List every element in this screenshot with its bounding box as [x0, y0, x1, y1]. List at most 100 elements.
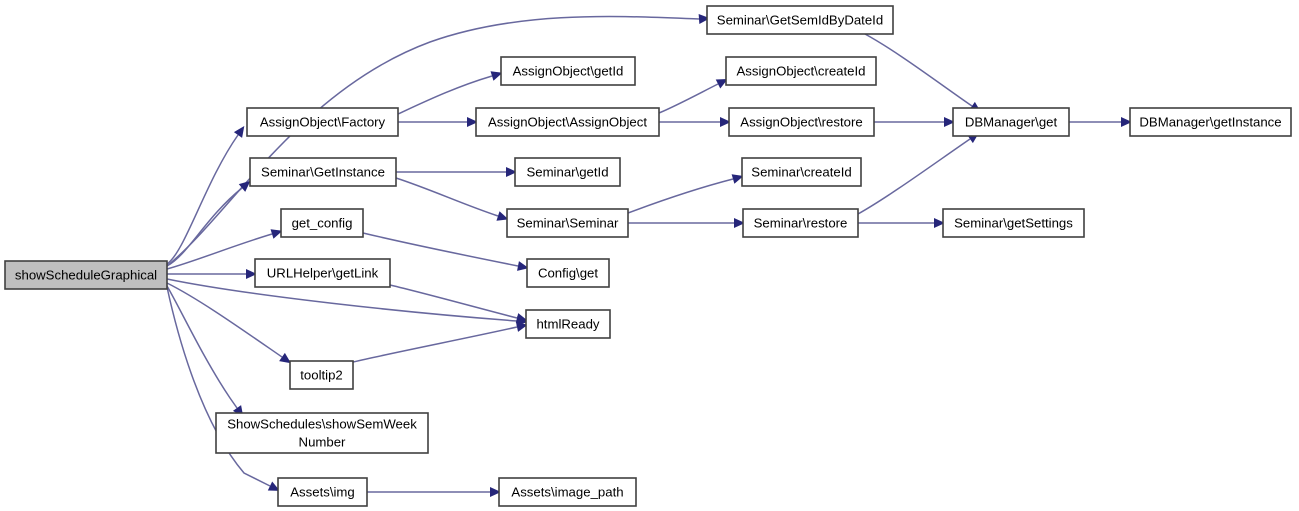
call-edge: [397, 75, 493, 115]
graph-node-SeminarGetInstance[interactable]: Seminar\GetInstance: [249, 157, 397, 187]
graph-node-SeminarCreateId[interactable]: Seminar\createId: [741, 157, 862, 187]
graph-node-htmlReady[interactable]: htmlReady: [525, 309, 611, 339]
node-box[interactable]: [728, 107, 875, 137]
node-box[interactable]: [246, 107, 399, 137]
arrow-head-icon: [517, 261, 529, 271]
arrow-head-icon: [246, 269, 257, 279]
node-label: Seminar\GetInstance: [261, 164, 385, 179]
node-box[interactable]: [289, 360, 354, 390]
node-box[interactable]: [498, 477, 637, 507]
node-box[interactable]: [254, 258, 391, 288]
call-edge: [627, 178, 734, 214]
call-edge: [166, 134, 239, 265]
graph-node-DBManagerGet[interactable]: DBManager\get: [952, 107, 1070, 137]
arrow-head-icon: [496, 211, 509, 221]
graph-node-showScheduleGraphical[interactable]: showScheduleGraphical: [4, 260, 168, 290]
call-edge: [864, 33, 973, 107]
arrow-head-icon: [506, 167, 517, 177]
node-box[interactable]: [500, 56, 636, 86]
node-box[interactable]: [741, 157, 862, 187]
arrow-head-icon: [515, 322, 528, 332]
call-edge: [166, 285, 238, 409]
node-label: Assets\image_path: [511, 484, 623, 499]
call-edge: [362, 232, 519, 267]
node-label-line2: Number: [299, 434, 347, 449]
node-label: URLHelper\getLink: [267, 265, 379, 280]
node-label: get_config: [292, 215, 353, 230]
arrow-head-icon: [267, 481, 280, 491]
call-edge: [166, 187, 243, 267]
node-label: Seminar\getId: [526, 164, 608, 179]
node-box[interactable]: [277, 477, 368, 507]
call-edge: [166, 233, 273, 270]
call-edge: [352, 326, 518, 363]
node-label: Seminar\restore: [754, 215, 848, 230]
arrow-head-icon: [734, 218, 745, 228]
node-box[interactable]: [742, 208, 859, 238]
graph-node-AssignObjectFactory[interactable]: AssignObject\Factory: [246, 107, 399, 137]
graph-node-AssignObjectGetId[interactable]: AssignObject\getId: [500, 56, 636, 86]
node-box[interactable]: [475, 107, 660, 137]
arrow-head-icon: [490, 487, 501, 497]
graph-node-AssignObjectCreateId[interactable]: AssignObject\createId: [725, 56, 877, 86]
arrow-head-icon: [279, 352, 292, 364]
graph-node-SeminarRestore[interactable]: Seminar\restore: [742, 208, 859, 238]
graph-node-URLHelperGetLink[interactable]: URLHelper\getLink: [254, 258, 391, 288]
arrow-head-icon: [1121, 117, 1132, 127]
node-box[interactable]: [280, 208, 364, 238]
node-box[interactable]: [514, 157, 621, 187]
node-label: AssignObject\AssignObject: [488, 114, 647, 129]
node-box[interactable]: [1129, 107, 1292, 137]
call-edge: [395, 177, 499, 217]
graph-node-get_config[interactable]: get_config: [280, 208, 364, 238]
node-label: Seminar\GetSemIdByDateId: [717, 12, 883, 27]
graph-node-GetSemIdByDateId[interactable]: Seminar\GetSemIdByDateId: [706, 5, 894, 35]
node-box[interactable]: [952, 107, 1070, 137]
graph-node-SeminarSeminar[interactable]: Seminar\Seminar: [506, 208, 629, 238]
arrow-head-icon: [944, 117, 955, 127]
node-box[interactable]: [526, 258, 610, 288]
arrow-head-icon: [490, 71, 503, 81]
node-label: DBManager\getInstance: [1139, 114, 1281, 129]
graph-node-SeminarGetSettings[interactable]: Seminar\getSettings: [942, 208, 1085, 238]
node-label: AssignObject\createId: [736, 63, 865, 78]
graph-node-SeminarGetId[interactable]: Seminar\getId: [514, 157, 621, 187]
node-box[interactable]: [506, 208, 629, 238]
root-node-box[interactable]: [4, 260, 168, 290]
arrow-heads-layer: [232, 14, 1132, 497]
node-label: DBManager\get: [965, 114, 1058, 129]
node-box[interactable]: [706, 5, 894, 35]
arrow-head-icon: [720, 117, 731, 127]
graph-node-AssignObjectRestore[interactable]: AssignObject\restore: [728, 107, 875, 137]
node-label: Seminar\createId: [751, 164, 851, 179]
node-box[interactable]: [725, 56, 877, 86]
call-edge: [166, 15, 700, 267]
graph-node-AssetsImg[interactable]: Assets\img: [277, 477, 368, 507]
node-label: showScheduleGraphical: [15, 267, 157, 282]
graph-node-tooltip2[interactable]: tooltip2: [289, 360, 354, 390]
node-box[interactable]: [215, 412, 429, 454]
node-label: htmlReady: [536, 316, 599, 331]
graph-node-ConfigGet[interactable]: Config\get: [526, 258, 610, 288]
node-box[interactable]: [249, 157, 397, 187]
nodes-layer: showScheduleGraphical Seminar\GetSemIdByD…: [4, 5, 1292, 507]
node-box[interactable]: [942, 208, 1085, 238]
call-edge: [658, 83, 719, 114]
node-label: AssignObject\Factory: [260, 114, 386, 129]
call-edge: [166, 286, 271, 487]
node-box[interactable]: [525, 309, 611, 339]
call-edge: [166, 278, 518, 322]
edges-layer: [166, 15, 1121, 493]
call-edge: [166, 282, 283, 358]
arrow-head-icon: [467, 117, 478, 127]
graph-node-DBManagerGetInstance[interactable]: DBManager\getInstance: [1129, 107, 1292, 137]
graph-node-AssignObjectAssignObject[interactable]: AssignObject\AssignObject: [475, 107, 660, 137]
node-label: Config\get: [538, 265, 598, 280]
node-label: AssignObject\getId: [513, 63, 624, 78]
call-edge: [389, 284, 518, 319]
graph-node-AssetsImagePath[interactable]: Assets\image_path: [498, 477, 637, 507]
arrow-head-icon: [515, 313, 528, 323]
